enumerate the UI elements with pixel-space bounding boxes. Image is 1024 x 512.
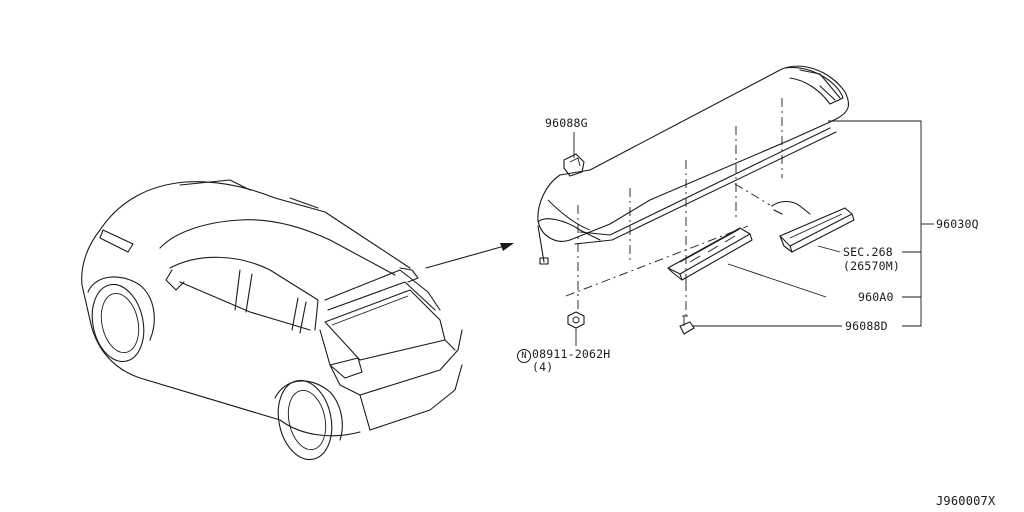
high-mount-lamp-sec268	[771, 200, 855, 253]
label-08911-2062h: 08911-2062H	[532, 347, 611, 361]
label-sec-268: SEC.268	[843, 245, 893, 259]
label-96088d: 96088D	[845, 319, 888, 333]
label-96088g: 96088G	[545, 116, 588, 130]
screw-96088d	[679, 315, 695, 335]
assembly-dashed-lines	[565, 98, 783, 316]
leader-lines	[573, 120, 934, 346]
clip-96088g	[563, 153, 585, 177]
stop-lamp-960a0	[667, 227, 753, 281]
direction-arrow	[425, 243, 514, 269]
label-960a0: 960A0	[858, 290, 894, 304]
label-nut-quantity: (4)	[532, 360, 554, 374]
diagram-code: J960007X	[936, 494, 996, 508]
nut-08911-2062h	[567, 311, 585, 329]
label-sec-part-26570m: (26570M)	[843, 259, 900, 273]
label-96030q: 96030Q	[936, 217, 979, 231]
rear-spoiler	[537, 65, 850, 265]
nut-symbol-icon: N	[517, 349, 531, 363]
vehicle-illustration	[81, 179, 463, 461]
